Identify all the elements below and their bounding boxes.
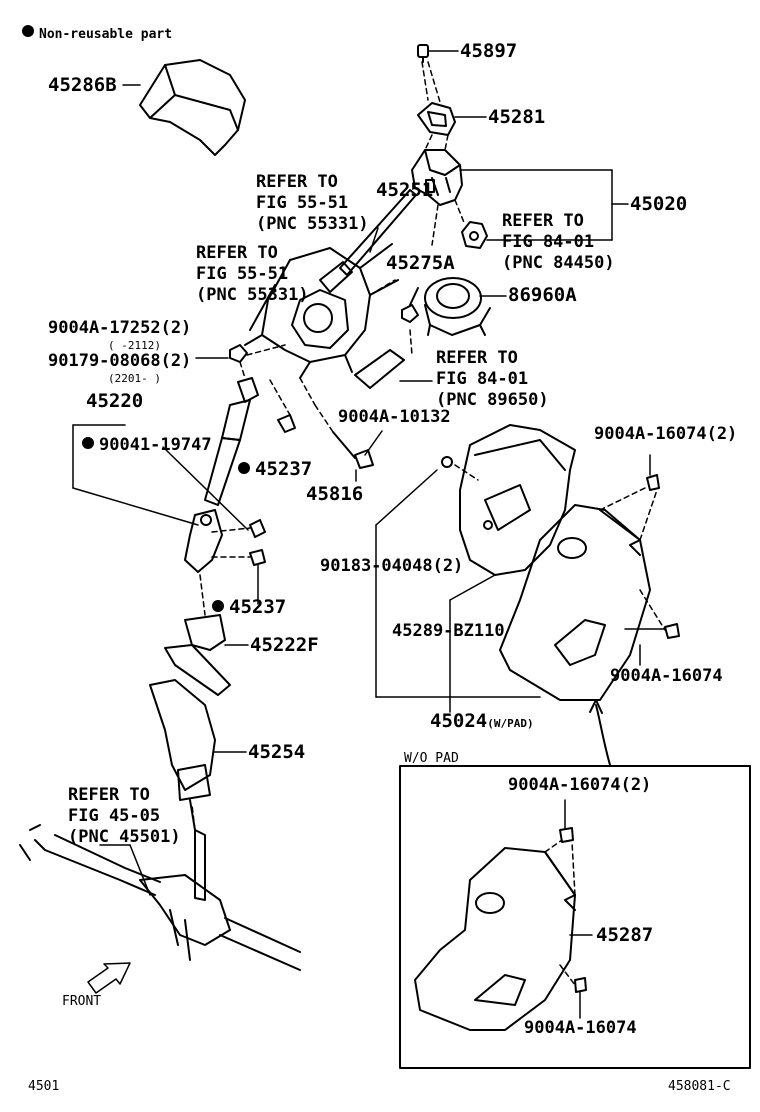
steering-rack-shape — [19, 824, 301, 971]
part-45289-BZ110[interactable]: 45289-BZ110 — [392, 621, 505, 641]
bolt-45275A-shape — [401, 287, 419, 323]
ref-line: (PNC 55331) — [256, 214, 369, 234]
non-reusable-marker-icon — [238, 462, 250, 474]
ref-line: REFER TO — [256, 172, 338, 192]
bracket-45281-shape — [417, 102, 456, 136]
part-45281[interactable]: 45281 — [488, 106, 546, 128]
ref-line: REFER TO — [436, 348, 518, 368]
ref-line: FIG 84-01 — [502, 232, 595, 252]
footer-left: 4501 — [28, 1079, 60, 1094]
part-90179-08068-range: (2201- ) — [108, 372, 161, 385]
part-9004A-17252-range: ( -2112) — [108, 339, 161, 352]
ref-line: (PNC 89650) — [436, 390, 549, 410]
upper-column-cover-shape — [139, 59, 246, 156]
ref-line: REFER TO — [68, 785, 150, 805]
part-45222F[interactable]: 45222F — [250, 634, 319, 656]
ref-line: (PNC 45501) — [68, 827, 181, 847]
curved-arrow-head — [589, 699, 603, 714]
part-45286B[interactable]: 45286B — [48, 74, 117, 96]
part-45287[interactable]: 45287 — [596, 924, 654, 946]
refer-to-fig-55-51-lower[interactable]: REFER TO FIG 55-51 (PNC 55331) — [196, 243, 309, 306]
bolt-45237-shape — [249, 414, 296, 566]
boot-45222F-shape — [164, 614, 231, 696]
front-arrow — [87, 962, 131, 994]
part-86960A[interactable]: 86960A — [508, 284, 577, 306]
ref-line: REFER TO — [196, 243, 278, 263]
part-45024-text: 45024 — [430, 710, 488, 732]
refer-to-fig-84-01-89650[interactable]: REFER TO FIG 84-01 (PNC 89650) — [436, 348, 549, 411]
steering-column-shape — [244, 243, 399, 379]
part-45024-note: (W/PAD) — [487, 717, 534, 730]
ref-line: (PNC 55331) — [196, 285, 309, 305]
screw-16074-shapes — [559, 474, 680, 993]
ref-line: REFER TO — [502, 211, 584, 231]
ref-line: FIG 84-01 — [436, 369, 529, 389]
lock-assembly-shape — [411, 149, 463, 206]
part-45237-lower-text: 45237 — [229, 596, 287, 618]
non-reusable-marker-icon — [22, 25, 34, 37]
lower-cover-45287-shape — [414, 847, 576, 1031]
part-9004A-10132[interactable]: 9004A-10132 — [338, 407, 451, 427]
part-45251[interactable]: 45251 — [376, 179, 434, 201]
motor-86960A-shape — [424, 277, 491, 336]
washer-shape — [441, 456, 453, 468]
wo-pad-label: W/O PAD — [404, 751, 459, 766]
part-90041-19747-text: 90041-19747 — [99, 435, 212, 455]
part-45220[interactable]: 45220 — [86, 390, 144, 412]
part-45024[interactable]: 45024(W/PAD) — [430, 712, 534, 731]
footer-right: 458081-C — [668, 1079, 731, 1094]
part-45237-upper-text: 45237 — [255, 458, 313, 480]
wo-pad-frame — [399, 765, 751, 1069]
non-reusable-marker-icon — [212, 600, 224, 612]
module-89650-shape — [354, 349, 405, 389]
part-9004A-16074-bottom[interactable]: 9004A-16074 — [524, 1018, 637, 1038]
part-90041-19747[interactable]: 90041-19747 — [82, 437, 212, 454]
bolt-45816-shape — [332, 431, 374, 469]
part-9004A-16074-2-lower[interactable]: 9004A-16074(2) — [508, 775, 652, 795]
bolt-17252-shape — [229, 344, 248, 363]
part-45237-lower[interactable]: 45237 — [212, 598, 286, 617]
part-45897[interactable]: 45897 — [460, 40, 518, 62]
part-9004A-16074-2-upper[interactable]: 9004A-16074(2) — [594, 424, 738, 444]
lower-cover-45289-shape — [459, 424, 576, 576]
part-45816[interactable]: 45816 — [306, 483, 364, 505]
refer-to-fig-55-51-upper[interactable]: REFER TO FIG 55-51 (PNC 55331) — [256, 172, 369, 235]
legend-label: Non-reusable part — [22, 25, 172, 41]
intermediate-shaft-shape — [184, 377, 259, 573]
ref-line: FIG 45-05 — [68, 806, 161, 826]
switch-84450-shape — [461, 221, 488, 249]
part-90179-08068[interactable]: 90179-08068(2) — [48, 351, 192, 371]
curved-arrow — [595, 704, 611, 766]
ref-line: FIG 55-51 — [196, 264, 289, 284]
part-45254[interactable]: 45254 — [248, 741, 306, 763]
refer-to-fig-84-01-84450[interactable]: REFER TO FIG 84-01 (PNC 84450) — [502, 211, 615, 274]
part-45275A[interactable]: 45275A — [386, 252, 455, 274]
non-reusable-marker-icon — [82, 437, 94, 449]
legend-text: Non-reusable part — [39, 27, 173, 42]
ref-line: FIG 55-51 — [256, 193, 349, 213]
upper-shaft-shape — [319, 189, 417, 293]
part-9004A-16074-right[interactable]: 9004A-16074 — [610, 666, 723, 686]
screw-45897-shape — [417, 44, 429, 63]
front-label: FRONT — [62, 994, 102, 1009]
part-9004A-17252[interactable]: 9004A-17252(2) — [48, 318, 192, 338]
part-45237-upper[interactable]: 45237 — [238, 460, 312, 479]
part-45020[interactable]: 45020 — [630, 193, 688, 215]
ref-line: (PNC 84450) — [502, 253, 615, 273]
refer-to-fig-45-05[interactable]: REFER TO FIG 45-05 (PNC 45501) — [68, 785, 181, 848]
part-90183-04048[interactable]: 90183-04048(2) — [320, 556, 464, 576]
